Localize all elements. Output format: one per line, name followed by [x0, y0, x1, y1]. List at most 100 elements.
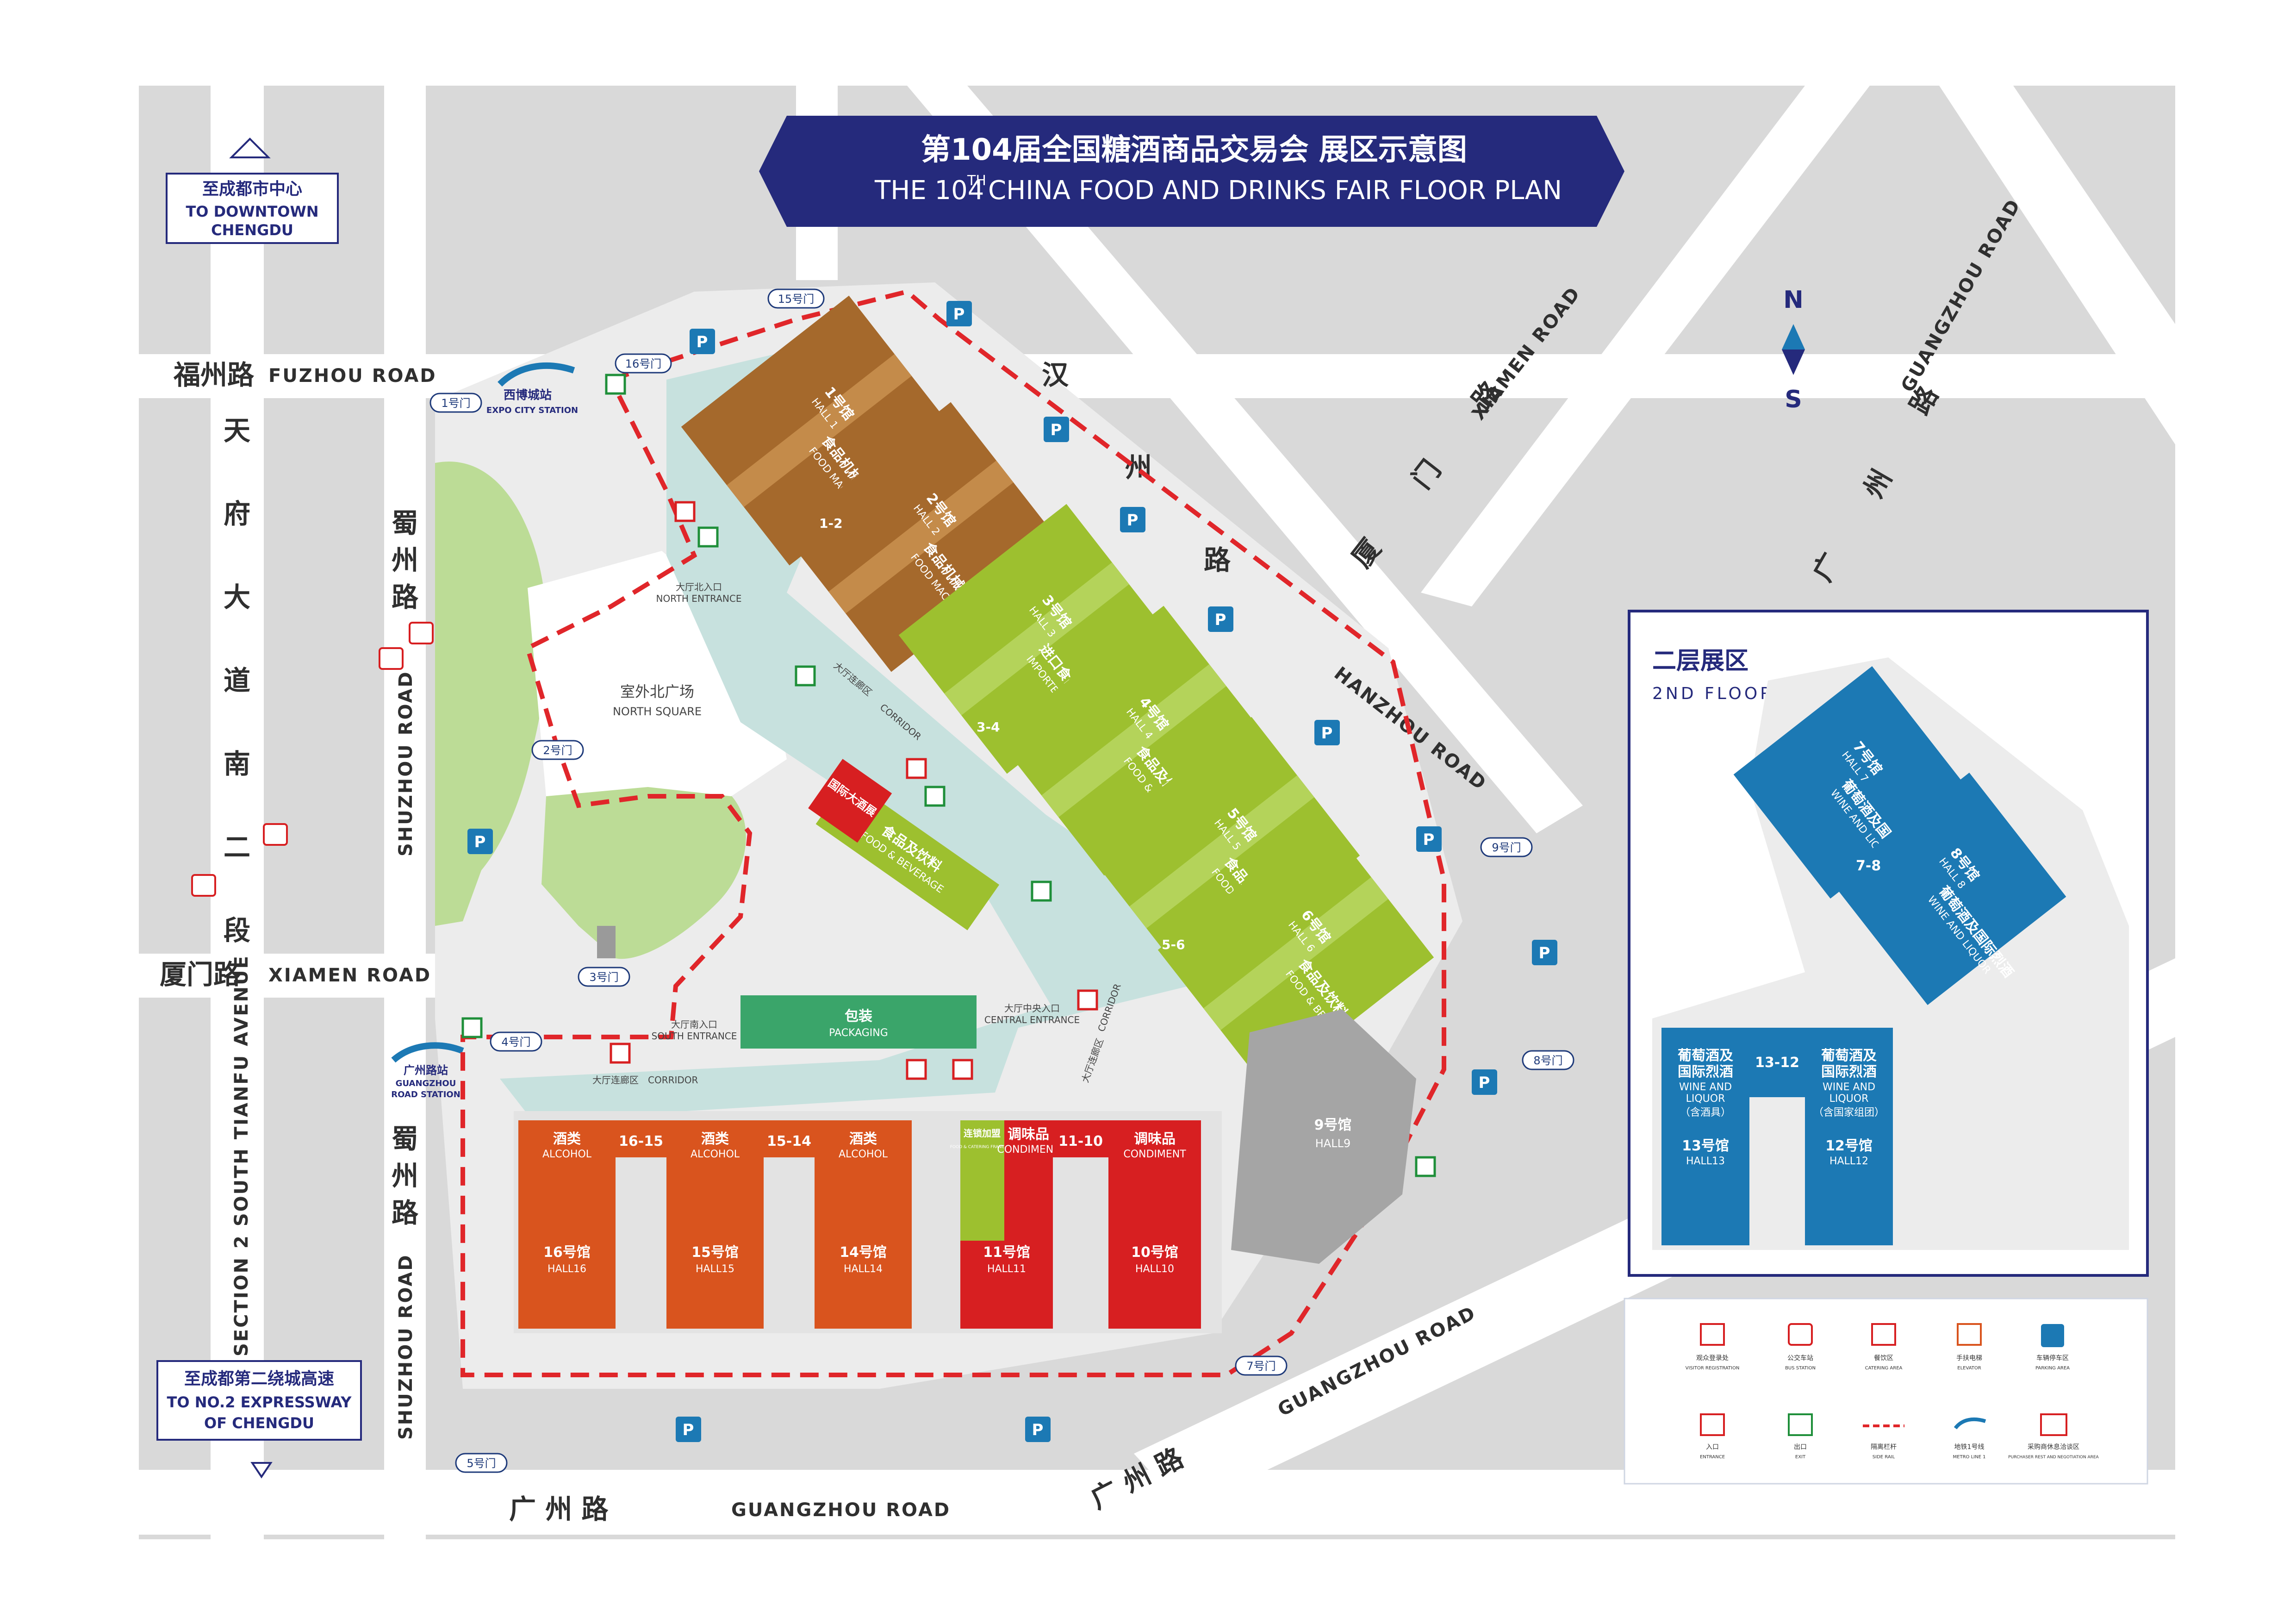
title-banner: 第104届全国糖酒商品交易会 展区示意图 THE 104 TH CHINA FO…: [759, 116, 1624, 227]
exit-icon: [795, 665, 816, 687]
svg-text:CONDIMENT: CONDIMENT: [1123, 1149, 1186, 1160]
north-square-en: NORTH SQUARE: [613, 705, 702, 718]
hall-15: 酒类 ALCOHOL 15号馆 HALL15: [666, 1120, 764, 1329]
bus-icon: [409, 622, 434, 644]
svg-text:路: 路: [1204, 544, 1231, 576]
svg-text:CATERING AREA: CATERING AREA: [1865, 1366, 1903, 1371]
north-entrance-en: NORTH ENTRANCE: [656, 593, 742, 604]
svg-text:入口: 入口: [1706, 1443, 1719, 1451]
entrance-icon: [674, 501, 696, 522]
bus-icon: [191, 874, 216, 897]
svg-text:P: P: [1423, 831, 1435, 849]
svg-text:至成都市中心: 至成都市中心: [202, 180, 302, 199]
svg-text:GUANGZHOU: GUANGZHOU: [396, 1079, 456, 1088]
exit-icon: [461, 1017, 483, 1038]
parking-icon: P: [1416, 826, 1442, 852]
svg-text:P: P: [1321, 724, 1333, 743]
svg-text:EXIT: EXIT: [1795, 1455, 1806, 1460]
legend-side-rail: 隔离栏杆 SIDE RAIL: [1863, 1424, 1904, 1460]
connector-16-15-bar: [616, 1120, 666, 1157]
fuzhou-road-cn: 福州路: [173, 359, 255, 391]
parking-icon: P: [1044, 417, 1069, 442]
svg-text:TO NO.2 EXPRESSWAY: TO NO.2 EXPRESSWAY: [167, 1393, 352, 1411]
exit-icon: [697, 526, 719, 548]
svg-text:WINE AND: WINE AND: [1823, 1081, 1875, 1093]
svg-text:P: P: [683, 1421, 694, 1439]
sign-expressway: 至成都第二绕城高速 TO NO.2 EXPRESSWAY OF CHENGDU: [156, 1360, 362, 1479]
svg-text:餐饮区: 餐饮区: [1874, 1355, 1893, 1362]
svg-text:P: P: [1479, 1074, 1490, 1092]
franchise-area: 连锁加盟 FOOD & CATERING FRANCHISE: [950, 1120, 1014, 1241]
svg-text:汉: 汉: [1042, 359, 1069, 391]
compass-north: N: [1783, 286, 1804, 314]
gate-4: 4号门: [490, 1031, 542, 1052]
exit-icon: [1415, 1156, 1436, 1177]
entrance-icon: [1700, 1413, 1725, 1436]
legend-parking: 车辆停车区 PARKING AREA: [2035, 1324, 2070, 1371]
corridor-cn-south: 大厅连廊区: [592, 1074, 639, 1086]
svg-text:16号馆: 16号馆: [543, 1244, 591, 1261]
svg-text:OF CHENGDU: OF CHENGDU: [204, 1414, 314, 1432]
entrance-icon: [906, 758, 927, 779]
gate-9: 9号门: [1480, 837, 1533, 857]
svg-text:11号馆: 11号馆: [983, 1244, 1030, 1261]
connector-15-14-bar: [764, 1120, 815, 1157]
svg-text:葡萄酒及: 葡萄酒及: [1678, 1048, 1733, 1064]
gate-15: 15号门: [767, 288, 825, 309]
shuzhou-road-en-north: SHUZHOU ROAD: [395, 670, 417, 856]
svg-text:连锁加盟: 连锁加盟: [964, 1128, 1001, 1139]
svg-text:观众登录处: 观众登录处: [1696, 1355, 1729, 1362]
hall-12: 葡萄酒及 国际烈酒 WINE AND LIQUOR （含国家组团） 12号馆 H…: [1805, 1028, 1893, 1245]
title-en-prefix: THE 104: [874, 175, 984, 206]
svg-text:ALCOHOL: ALCOHOL: [839, 1149, 888, 1160]
entrance-icon: [610, 1043, 631, 1064]
entrance-icon: [1077, 989, 1098, 1011]
hall-13: 葡萄酒及 国际烈酒 WINE AND LIQUOR （含酒具） 13号馆 HAL…: [1661, 1028, 1749, 1245]
svg-text:隔离栏杆: 隔离栏杆: [1871, 1443, 1897, 1451]
svg-text:西博城站: 西博城站: [504, 388, 552, 402]
title-en-rest: CHINA FOOD AND DRINKS FAIR FLOOR PLAN: [988, 175, 1562, 206]
svg-text:蜀: 蜀: [392, 1123, 418, 1155]
connector-11-10-bar: [1053, 1120, 1108, 1157]
svg-text:P: P: [1127, 511, 1139, 530]
shuzhou-road-cn-north: 蜀 州 路: [392, 507, 419, 613]
metro-icon: [1954, 1417, 1986, 1430]
hall-2: 2号馆 HALL 2 食品机械 FOOD MACHINERY: [783, 402, 1059, 672]
legend-exit: 出口 EXIT: [1788, 1413, 1813, 1460]
svg-text:2号门: 2号门: [543, 744, 572, 757]
exit-icon: [924, 786, 946, 807]
parking-icons: P P P P P P P P P P P P: [467, 301, 1557, 1442]
svg-text:HALL9: HALL9: [1315, 1137, 1350, 1150]
gate-16: 16号门: [615, 353, 672, 374]
svg-text:8号门: 8号门: [1533, 1054, 1562, 1067]
guangzhou-road-station: 广州路站 GUANGZHOU ROAD STATION: [391, 1042, 464, 1099]
svg-text:SIDE RAIL: SIDE RAIL: [1873, 1455, 1895, 1460]
svg-text:HALL14: HALL14: [844, 1263, 883, 1275]
svg-text:9号门: 9号门: [1492, 841, 1521, 854]
packaging-area: 包装 PACKAGING: [740, 995, 977, 1049]
shuzhou-road-en-south: SHUZHOU ROAD: [395, 1254, 417, 1440]
svg-text:PURCHASER REST AND NEGOTIATION: PURCHASER REST AND NEGOTIATION AREA: [2008, 1455, 2099, 1460]
international-wine-pavilion: 国际大酒展: [808, 759, 892, 843]
svg-text:13号馆: 13号馆: [1682, 1138, 1729, 1154]
bus-icon: [379, 647, 404, 670]
hall-16: 酒类 ALCOHOL 16号馆 HALL16: [518, 1120, 616, 1329]
svg-text:ELEVATOR: ELEVATOR: [1957, 1366, 1981, 1371]
svg-text:P: P: [1032, 1421, 1044, 1439]
xiamen-road-cn: 厦门路: [160, 959, 241, 990]
north-square-cn: 室外北广场: [620, 683, 694, 700]
svg-text:南: 南: [224, 748, 250, 780]
gate-labels: 1号门 2号门 3号门 4号门 5号门 7号门 8号门 9号门 15号门 16号…: [429, 288, 1574, 1473]
central-entrance-en: CENTRAL ENTRANCE: [984, 1014, 1080, 1025]
parking-icon: P: [1025, 1417, 1051, 1442]
tianfu-avenue-en: SECTION 2 SOUTH TIANFU AVENUE: [231, 955, 252, 1356]
compass-south: S: [1785, 386, 1802, 413]
svg-text:10号馆: 10号馆: [1131, 1244, 1178, 1261]
tianfu-avenue-cn: 天 府 大 道 南 二 段: [224, 415, 250, 946]
connector-5-6: 5-6: [1162, 937, 1185, 952]
svg-text:15号馆: 15号馆: [691, 1244, 739, 1261]
exit-icon: [1788, 1413, 1813, 1436]
legend-metro: 地铁1号线 METRO LINE 1: [1953, 1417, 1986, 1460]
connector-13-12-bar: [1749, 1028, 1805, 1097]
